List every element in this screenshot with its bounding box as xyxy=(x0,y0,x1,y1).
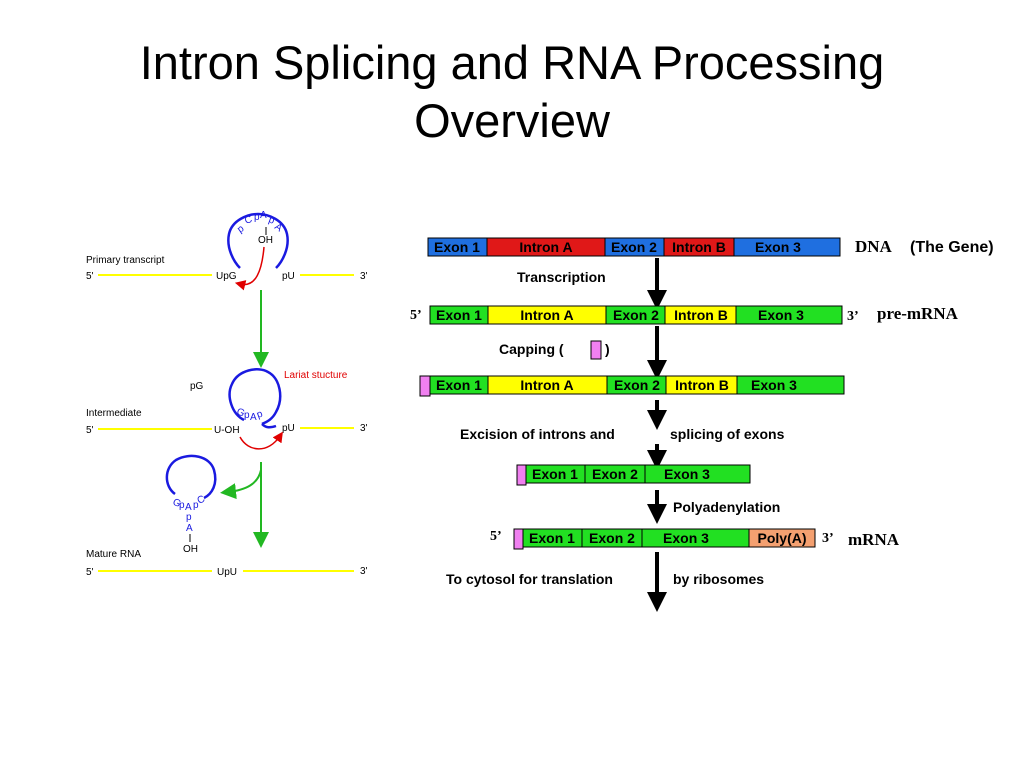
polyadenylation-label: Polyadenylation xyxy=(673,499,780,515)
pg-label: pG xyxy=(190,381,204,392)
lariat-loop xyxy=(228,368,282,426)
primary-attack-arrow xyxy=(234,246,265,291)
mature-three-prime: 3' xyxy=(360,566,368,577)
intermediate-three-prime: 3' xyxy=(360,423,368,434)
lar-a2: A xyxy=(186,523,193,534)
dna-label: DNA xyxy=(855,237,893,256)
primary-three-prime: 3' xyxy=(360,271,368,282)
lar-p2: p xyxy=(193,500,199,511)
splicing-label: splicing of exons xyxy=(670,426,785,442)
dna-exon3-label: Exon 3 xyxy=(755,239,801,255)
intermediate-attack-arrow xyxy=(239,431,283,450)
upg-label: UpG xyxy=(216,271,237,282)
int-a: A xyxy=(250,412,257,423)
lariat-tail xyxy=(261,423,277,429)
capping-label: Capping ( xyxy=(499,341,564,357)
dna-exon2-label: Exon 2 xyxy=(611,239,657,255)
spliced-exon3-label: Exon 3 xyxy=(664,466,710,482)
capping-cap-swatch xyxy=(590,340,602,360)
capped-exon3 xyxy=(736,375,845,395)
slide-title-line2: Overview xyxy=(414,94,610,147)
loop-c: C xyxy=(243,214,254,227)
dna-intronA-label: Intron A xyxy=(519,239,572,255)
lar-p1: p xyxy=(179,500,185,511)
lar-c: C xyxy=(196,494,207,507)
oh-primary: OH xyxy=(258,235,273,246)
capped-exon1-label: Exon 1 xyxy=(436,377,482,393)
premrna-intronB-label: Intron B xyxy=(674,307,728,323)
excision-label: Excision of introns and xyxy=(460,426,615,442)
pu-label-intermediate: pU xyxy=(282,423,295,434)
mrna-three: 3’ xyxy=(822,531,834,546)
dna-exon1-label: Exon 1 xyxy=(434,239,480,255)
lar-g: G xyxy=(171,497,183,510)
capped-cap xyxy=(419,375,431,397)
uoh-label: U-OH xyxy=(214,425,240,436)
slide-title: Intron Splicing and RNA Processing Overv… xyxy=(0,34,1024,150)
primary-five-prime: 5' xyxy=(86,271,94,282)
premrna-three: 3’ xyxy=(847,309,859,324)
int-p2: p xyxy=(255,408,264,420)
premrna-label: pre-mRNA xyxy=(877,304,959,323)
premrna-exon3 xyxy=(735,305,843,325)
loop-a1: A xyxy=(260,210,267,221)
slide-title-line1: Intron Splicing and RNA Processing xyxy=(139,36,885,89)
premrna-exon2-label: Exon 2 xyxy=(613,307,659,323)
capped-premrna-bar: Exon 1 Intron A Exon 2 Intron B Exon 3 xyxy=(419,375,845,397)
premrna-exon1-label: Exon 1 xyxy=(436,307,482,323)
spliced-exon3 xyxy=(644,464,751,484)
mrna-exon1-label: Exon 1 xyxy=(529,530,575,546)
premrna-intronA-label: Intron A xyxy=(520,307,573,323)
mrna-label: mRNA xyxy=(848,530,900,549)
upu-label: UpU xyxy=(217,567,237,578)
dna-exon3 xyxy=(733,237,841,257)
lariat-release-arrow xyxy=(220,469,262,500)
mrna-polya-label: Poly(A) xyxy=(758,530,807,546)
primary-transcript-label: Primary transcript xyxy=(86,255,165,266)
capped-intronB-label: Intron B xyxy=(675,377,729,393)
primary-intron-loop xyxy=(227,212,289,269)
spliced-bar: Exon 1 Exon 2 Exon 3 xyxy=(516,464,751,486)
pu-label-primary: pU xyxy=(282,271,295,282)
premrna-exon3-label: Exon 3 xyxy=(758,307,804,323)
premrna-bar: Exon 1 Intron A Exon 2 Intron B Exon 3 xyxy=(429,305,843,325)
mrna-five: 5’ xyxy=(490,529,502,544)
lar-oh: OH xyxy=(183,544,198,555)
spliced-exon2-label: Exon 2 xyxy=(592,466,638,482)
spliced-cap xyxy=(516,464,527,486)
loop-p2: p xyxy=(254,212,260,223)
lar-a: A xyxy=(185,502,192,513)
capping-close: ) xyxy=(605,341,610,357)
int-g: G xyxy=(235,406,246,419)
spliced-exon1-label: Exon 1 xyxy=(532,466,578,482)
capped-exon3-label: Exon 3 xyxy=(751,377,797,393)
mrna-exon2-label: Exon 2 xyxy=(589,530,635,546)
intermediate-label: Intermediate xyxy=(86,408,142,419)
dna-intronB-label: Intron B xyxy=(672,239,726,255)
mrna-exon3-label: Exon 3 xyxy=(663,530,709,546)
lar-p3: p xyxy=(186,512,192,523)
ribosomes-label: by ribosomes xyxy=(673,571,764,587)
transcription-label: Transcription xyxy=(517,269,606,285)
released-lariat-loop xyxy=(165,454,217,500)
capped-intronA-label: Intron A xyxy=(520,377,573,393)
dna-bar: Exon 1 Intron A Exon 2 Intron B Exon 3 xyxy=(427,237,841,257)
mrna-bar: Exon 1 Exon 2 Exon 3 Poly(A) xyxy=(513,528,816,550)
int-p1: p xyxy=(244,410,250,421)
mature-five-prime: 5' xyxy=(86,567,94,578)
gene-label: (The Gene) xyxy=(910,239,994,256)
loop-p3: p xyxy=(267,214,276,226)
mature-rna-label: Mature RNA xyxy=(86,549,141,560)
lariat-label: Lariat stucture xyxy=(284,370,348,381)
mrna-polya xyxy=(748,528,816,548)
premrna-five: 5’ xyxy=(410,308,422,323)
intermediate-five-prime: 5' xyxy=(86,425,94,436)
loop-p1: p xyxy=(235,223,246,235)
capped-exon2-label: Exon 2 xyxy=(614,377,660,393)
mrna-cap xyxy=(513,528,524,550)
cytosol-label: To cytosol for translation xyxy=(446,571,613,587)
